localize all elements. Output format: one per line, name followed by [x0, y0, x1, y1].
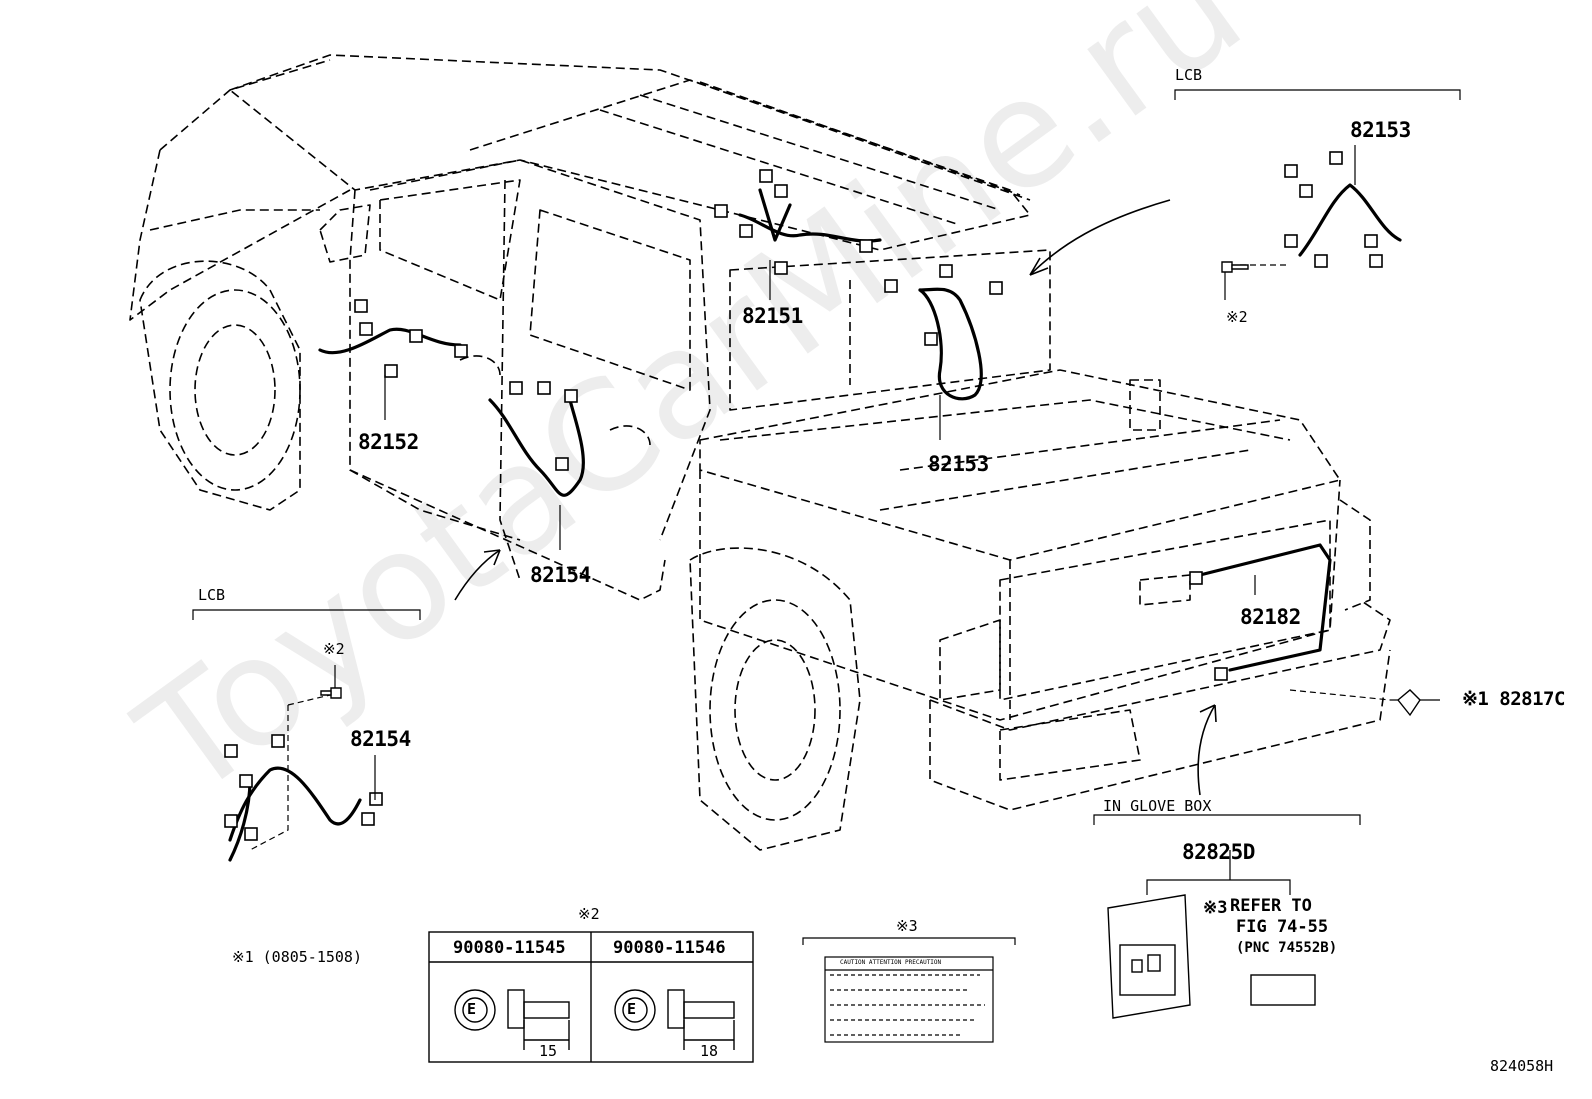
bolt-icons	[320, 261, 1421, 717]
refer-line-1: REFER TO	[1230, 896, 1312, 916]
note2-top-label: ※2	[1226, 308, 1248, 326]
connectors	[224, 151, 1383, 841]
part-82154-inset-label: 82154	[350, 727, 411, 751]
note2-left-label: ※2	[323, 640, 345, 658]
part-82825d-label: 82825D	[1182, 840, 1255, 864]
part-82153-inset-label: 82153	[1350, 118, 1411, 142]
caution-label-text: CAUTION ATTENTION PRECAUTION	[840, 959, 942, 966]
part-82152-label: 82152	[358, 430, 419, 454]
bolt-1-part-number: 90080-11545	[453, 938, 566, 958]
glove-box-card-drawing	[1107, 894, 1316, 1019]
group-brackets	[192, 89, 1461, 945]
bolt-1-length: 15	[539, 1042, 558, 1060]
refer-line-3: (PNC 74552B)	[1236, 940, 1338, 956]
refer-mark: ※3	[1203, 898, 1228, 918]
refer-line-2: FIG 74-55	[1236, 917, 1329, 937]
truck-body-outline	[129, 54, 1391, 851]
caution-group-mark: ※3	[896, 917, 918, 935]
bolt-2-length: 18	[700, 1042, 719, 1060]
lcb-left-label: LCB	[198, 586, 226, 604]
note1-range-label: ※1 (0805-1508)	[232, 948, 362, 966]
leader-lines	[249, 145, 1440, 851]
bolt-2-head-letter: E	[627, 1000, 637, 1018]
bolt-1-head-letter: E	[467, 1000, 477, 1018]
bolt-2-part-number: 90080-11546	[613, 938, 726, 958]
caution-label-drawing	[824, 956, 994, 1043]
callout-arrows	[454, 199, 1217, 796]
part-82182-label: 82182	[1240, 605, 1301, 629]
part-82154-body-label: 82154	[530, 563, 591, 587]
figure-id: 824058H	[1490, 1057, 1554, 1075]
bolt-table	[428, 931, 754, 1063]
part-82153-body-label: 82153	[928, 452, 989, 476]
lcb-top-label: LCB	[1175, 66, 1203, 84]
part-82151-label: 82151	[742, 304, 803, 328]
bolt-group-mark: ※2	[578, 905, 600, 923]
in-glove-box-label: IN GLOVE BOX	[1103, 797, 1212, 815]
wire-harnesses	[228, 183, 1402, 862]
part-82817c-label: ※1 82817C	[1462, 688, 1565, 710]
